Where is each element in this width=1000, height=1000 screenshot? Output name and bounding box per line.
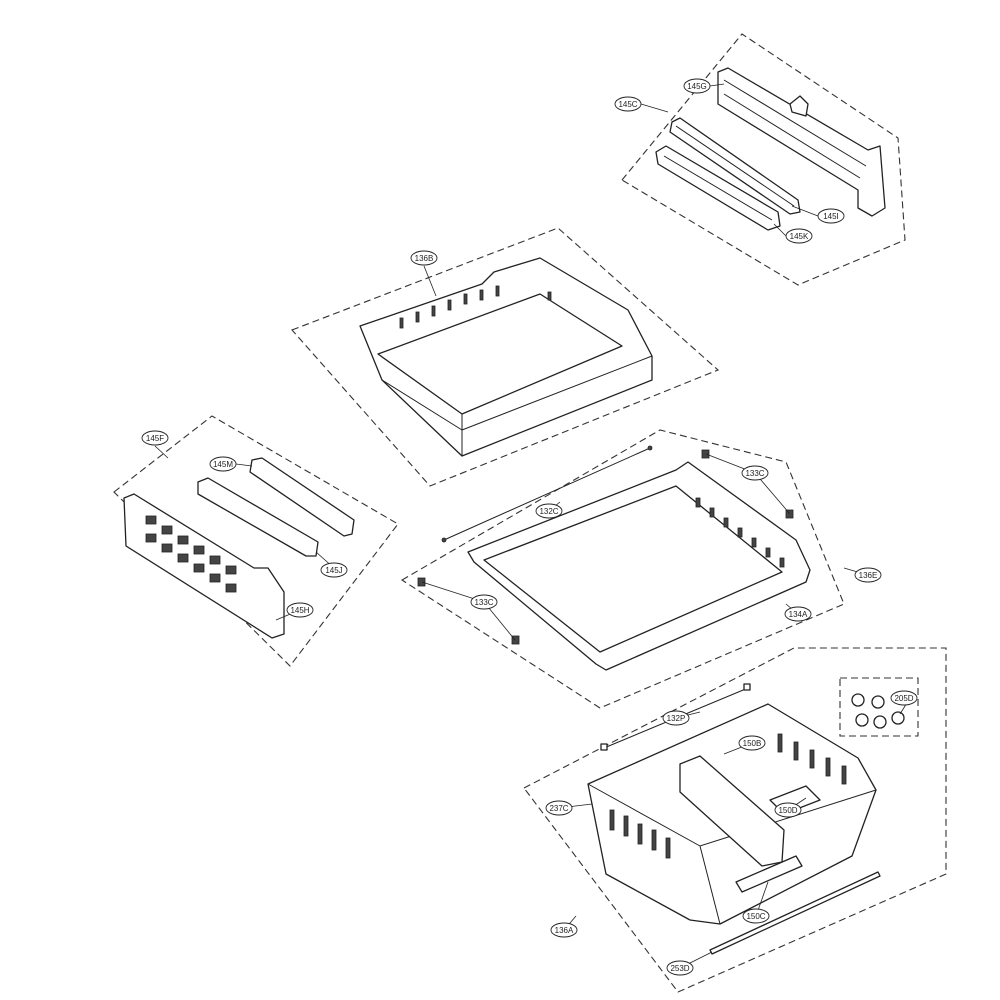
callouts: 145C 145G 145I 145K 136B 145F 145M 145J … bbox=[141, 78, 918, 976]
callout-253d: 253D bbox=[666, 960, 694, 976]
rail-assembly-group bbox=[621, 33, 906, 286]
callout-136e: 136E bbox=[854, 567, 882, 583]
upper-drawer-group bbox=[291, 227, 720, 487]
left-rail-group bbox=[113, 415, 399, 667]
callout-136a: 136A bbox=[550, 922, 578, 938]
callout-134a: 134A bbox=[784, 606, 812, 622]
callout-132c: 132C bbox=[535, 503, 563, 519]
callout-205d: 205D bbox=[890, 690, 918, 706]
callout-136b: 136B bbox=[410, 250, 438, 266]
svg-text:145G: 145G bbox=[687, 82, 707, 91]
svg-text:134A: 134A bbox=[789, 610, 808, 619]
clip-205d bbox=[851, 693, 905, 729]
svg-text:145J: 145J bbox=[325, 566, 342, 575]
bottom-bin-group bbox=[523, 647, 947, 993]
svg-text:237C: 237C bbox=[549, 804, 568, 813]
rail-145m bbox=[249, 457, 355, 537]
rail-assembly-boundary bbox=[621, 33, 906, 286]
callout-145c: 145C bbox=[614, 96, 642, 112]
svg-text:145H: 145H bbox=[290, 606, 309, 615]
svg-text:150D: 150D bbox=[778, 806, 797, 815]
callout-145k: 145K bbox=[785, 228, 813, 244]
rail-145j bbox=[197, 477, 319, 557]
callout-145m: 145M bbox=[209, 456, 237, 472]
callout-133c-top: 133C bbox=[741, 465, 769, 481]
callout-145j: 145J bbox=[320, 562, 348, 578]
clip-set-boundary bbox=[839, 677, 919, 737]
svg-text:136B: 136B bbox=[415, 254, 434, 263]
middle-drawer-group bbox=[400, 429, 845, 709]
callout-132p: 132P bbox=[662, 710, 690, 726]
callout-237c: 237C bbox=[545, 800, 573, 816]
svg-text:132C: 132C bbox=[539, 507, 558, 516]
handle-150c bbox=[735, 855, 803, 893]
rail-132c bbox=[441, 445, 653, 543]
svg-text:136A: 136A bbox=[555, 926, 574, 935]
slide-rail-cover-145k bbox=[655, 145, 781, 231]
svg-text:145F: 145F bbox=[146, 434, 164, 443]
upper-drawer-boundary bbox=[291, 227, 720, 487]
svg-text:145I: 145I bbox=[823, 212, 839, 221]
callout-133c-bottom: 133C bbox=[470, 594, 498, 610]
svg-text:150B: 150B bbox=[743, 739, 762, 748]
bottom-bin-boundary bbox=[523, 647, 947, 993]
svg-text:133C: 133C bbox=[474, 598, 493, 607]
callout-145i: 145I bbox=[817, 208, 845, 224]
svg-text:150C: 150C bbox=[746, 912, 765, 921]
svg-text:133C: 133C bbox=[745, 469, 764, 478]
svg-text:253D: 253D bbox=[670, 964, 689, 973]
callout-145f: 145F bbox=[141, 430, 169, 446]
frame-145h bbox=[123, 493, 285, 639]
slide-rail-145i bbox=[669, 117, 801, 215]
svg-text:145K: 145K bbox=[790, 232, 809, 241]
svg-text:145C: 145C bbox=[618, 100, 637, 109]
svg-text:205D: 205D bbox=[894, 694, 913, 703]
callout-145g: 145G bbox=[683, 78, 711, 94]
svg-text:132P: 132P bbox=[667, 714, 686, 723]
callout-145h: 145H bbox=[286, 602, 314, 618]
rail-bracket-145g bbox=[717, 67, 886, 217]
stopper-133c-bottom bbox=[417, 577, 520, 645]
upper-drawer-136b bbox=[359, 257, 653, 457]
middle-drawer-boundary bbox=[400, 429, 845, 709]
callout-150c: 150C bbox=[742, 908, 770, 924]
middle-drawer-134a bbox=[467, 461, 811, 671]
svg-text:145M: 145M bbox=[213, 460, 233, 469]
svg-text:136E: 136E bbox=[859, 571, 878, 580]
callout-150d: 150D bbox=[774, 802, 802, 818]
callout-150b: 150B bbox=[738, 735, 766, 751]
